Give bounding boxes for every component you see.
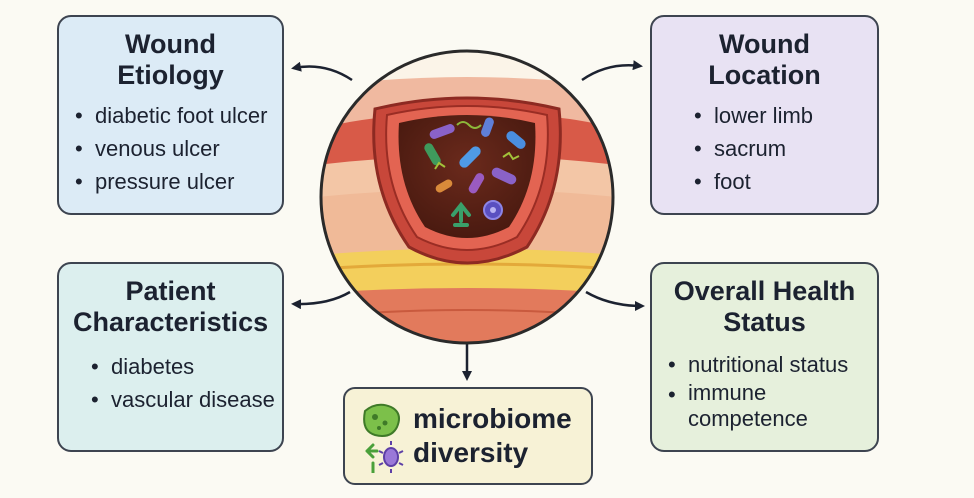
wound-etiology-list: diabetic foot ulcer venous ulcer pressur… bbox=[73, 99, 268, 198]
list-item: pressure ulcer bbox=[73, 165, 268, 198]
list-item: lower limb bbox=[692, 99, 863, 132]
wound-location-title: Wound Location bbox=[708, 29, 821, 90]
patient-characteristics-title: Patient Characteristics bbox=[73, 276, 269, 337]
list-item: nutritional status bbox=[666, 350, 863, 380]
overall-health-status-title: Overall Health Status bbox=[673, 276, 856, 337]
wound-location-card: Wound Location lower limb sacrum foot bbox=[650, 15, 879, 215]
overall-health-status-list: nutritional status immune competence bbox=[666, 350, 863, 434]
immune-competence-text: immune competence bbox=[688, 380, 808, 431]
arrow-to-patient bbox=[291, 290, 351, 310]
arrow-to-health bbox=[585, 290, 645, 311]
arrow-to-etiology bbox=[291, 61, 353, 82]
patient-characteristics-list: diabetes vascular disease bbox=[73, 350, 275, 416]
list-item: diabetic foot ulcer bbox=[73, 99, 268, 132]
wound-location-list: lower limb sacrum foot bbox=[666, 99, 863, 198]
list-item: foot bbox=[692, 165, 863, 198]
wound-etiology-title: Wound Etiology bbox=[117, 29, 224, 90]
wound-cross-section-illustration bbox=[319, 49, 615, 345]
overall-health-status-card: Overall Health Status nutritional status… bbox=[650, 262, 879, 452]
microbiome-diversity-label: microbiome diversity bbox=[413, 403, 572, 468]
list-item: vascular disease bbox=[89, 383, 275, 416]
list-item: immune competence bbox=[666, 380, 863, 434]
wound-etiology-card: Wound Etiology diabetic foot ulcer venou… bbox=[57, 15, 284, 215]
list-item: sacrum bbox=[692, 132, 863, 165]
bacteria-icon bbox=[363, 403, 404, 473]
list-item: diabetes bbox=[89, 350, 268, 383]
microbiome-diversity-card: microbiome diversity bbox=[343, 387, 593, 485]
arrow-to-location bbox=[581, 60, 643, 82]
patient-characteristics-card: Patient Characteristics diabetes vascula… bbox=[57, 262, 284, 452]
list-item: venous ulcer bbox=[73, 132, 268, 165]
